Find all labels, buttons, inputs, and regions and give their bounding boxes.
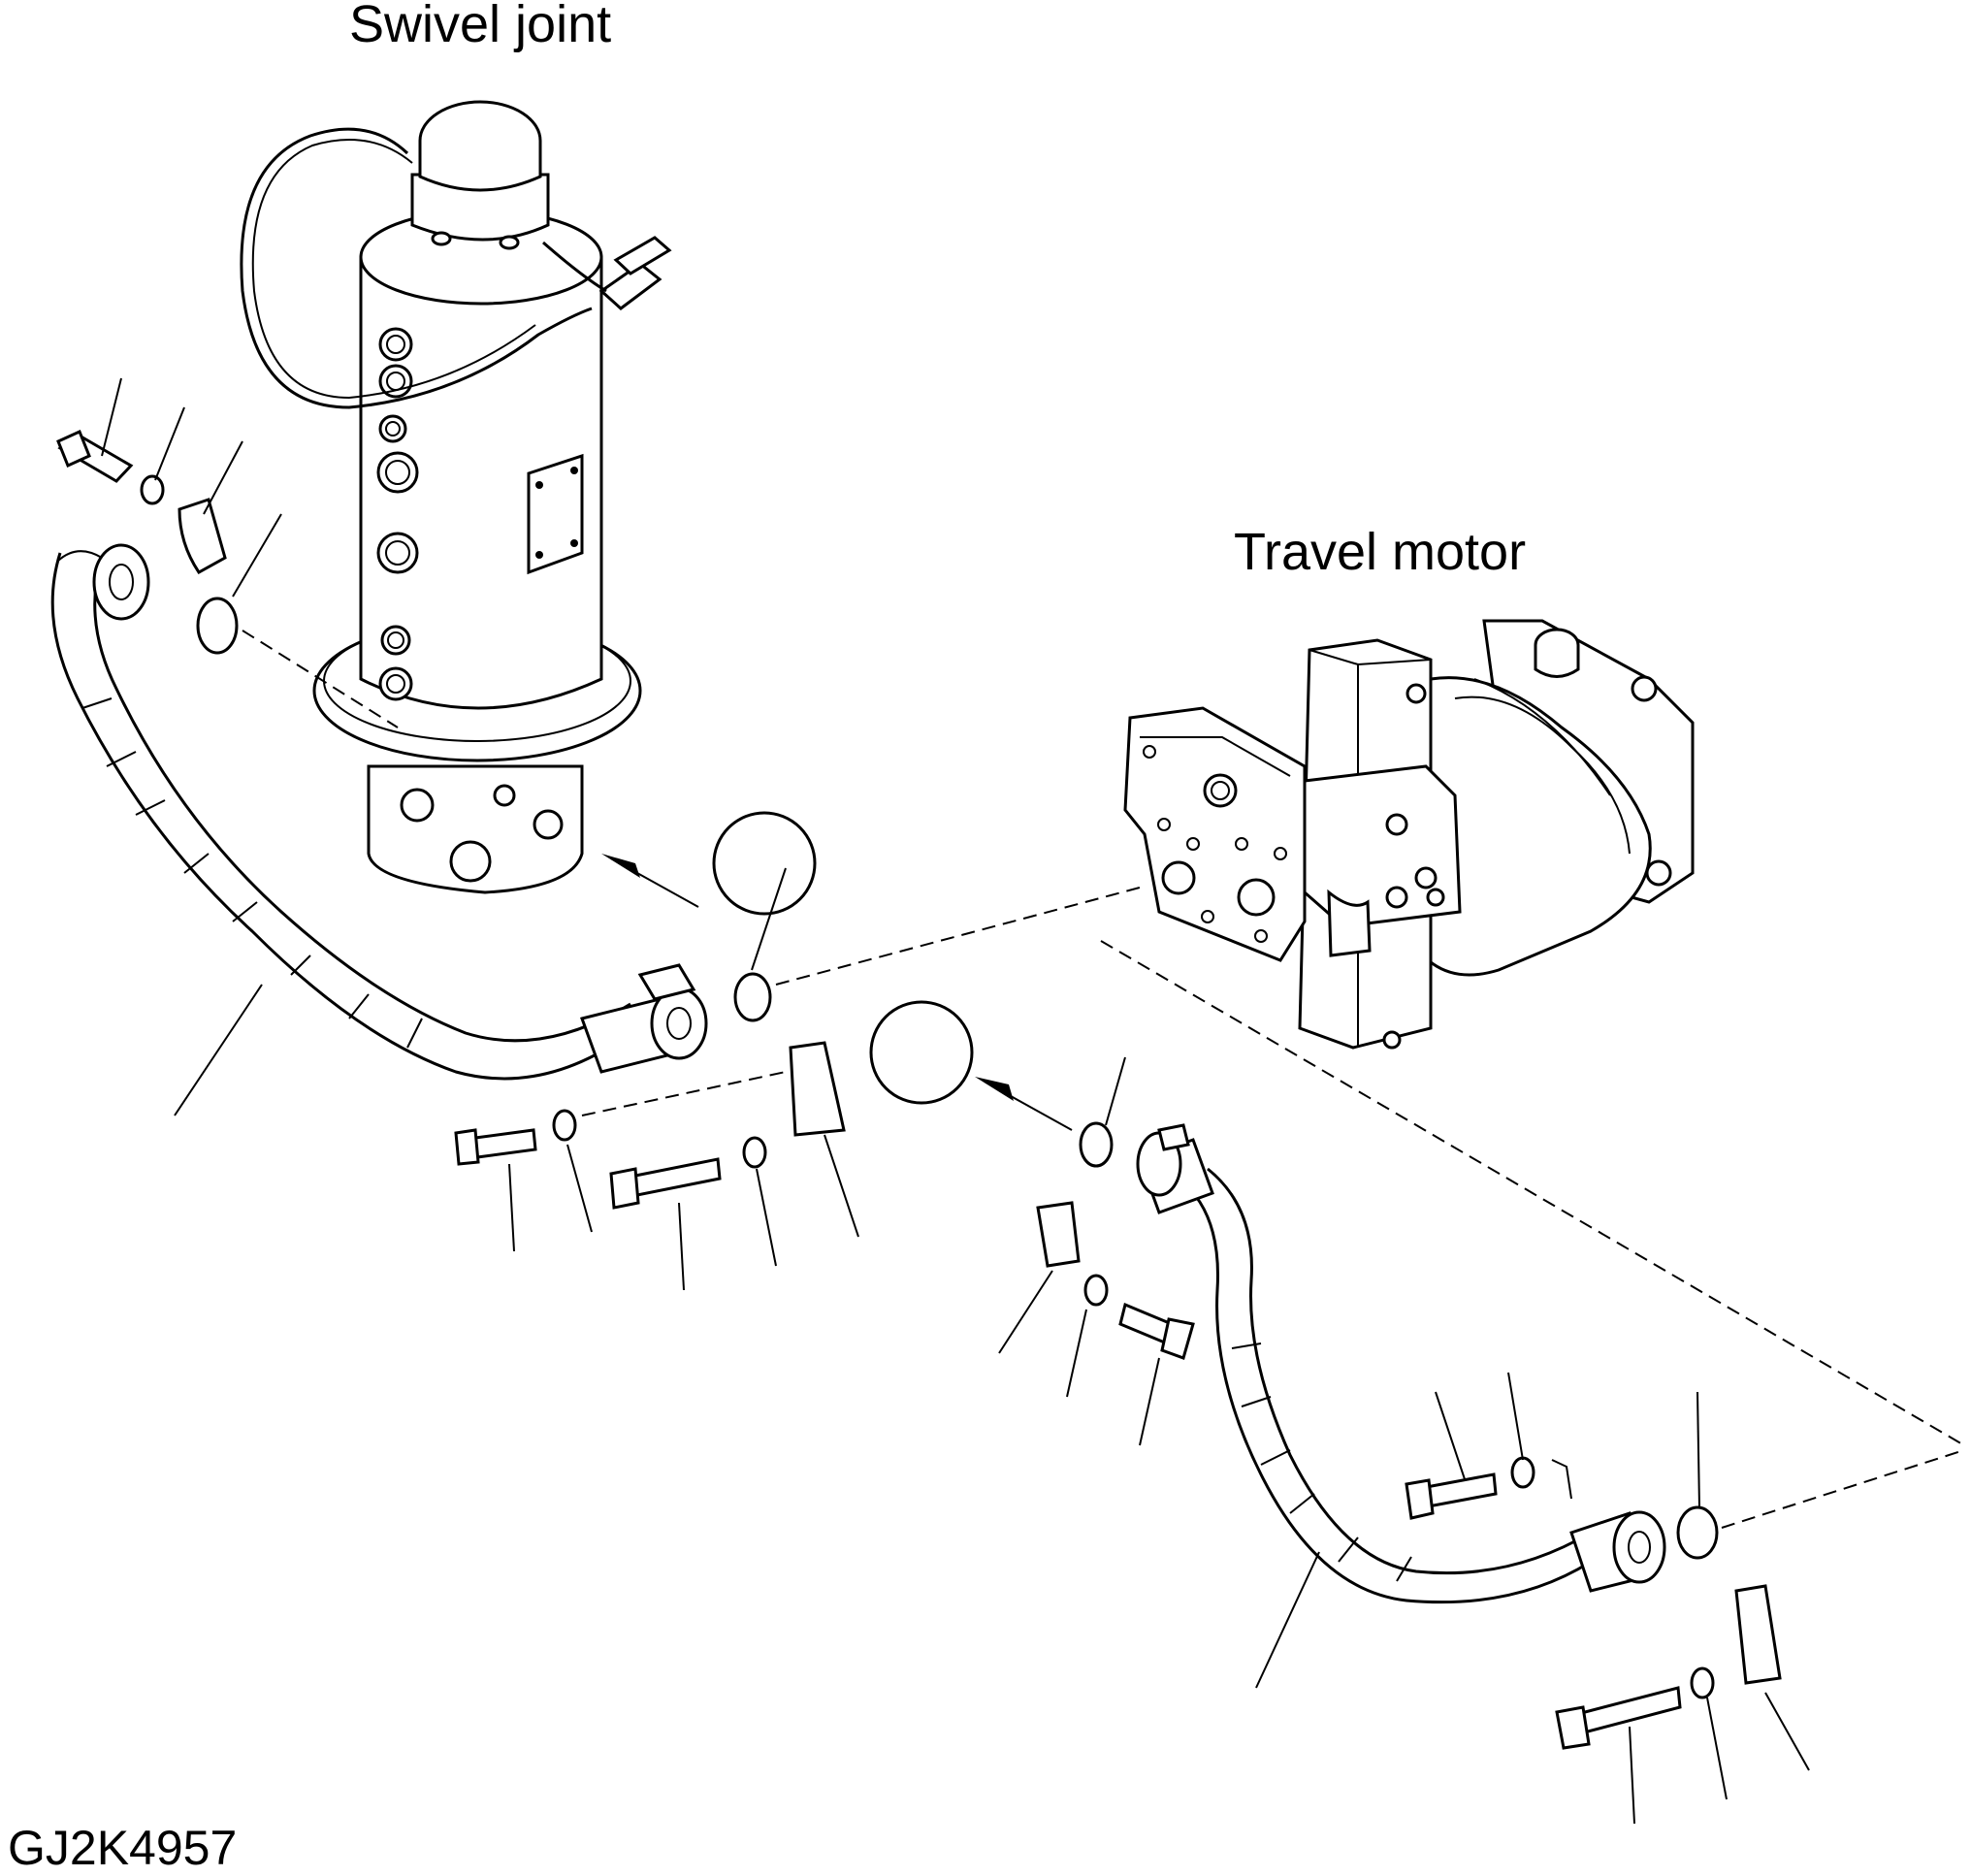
swivel-joint-assembly xyxy=(240,100,672,894)
fasteners-and-seals xyxy=(56,429,1782,1750)
drawing-code-label: GJ2K4957 xyxy=(8,1821,238,1875)
right-hose-assembly xyxy=(1136,1123,1666,1604)
travel-motor-assembly xyxy=(1123,619,1695,1050)
travel-motor-label: Travel motor xyxy=(1234,523,1527,581)
left-hose-assembly xyxy=(50,543,708,1081)
swivel-joint-label: Swivel joint xyxy=(349,0,612,53)
leader-lines xyxy=(101,377,1965,1825)
